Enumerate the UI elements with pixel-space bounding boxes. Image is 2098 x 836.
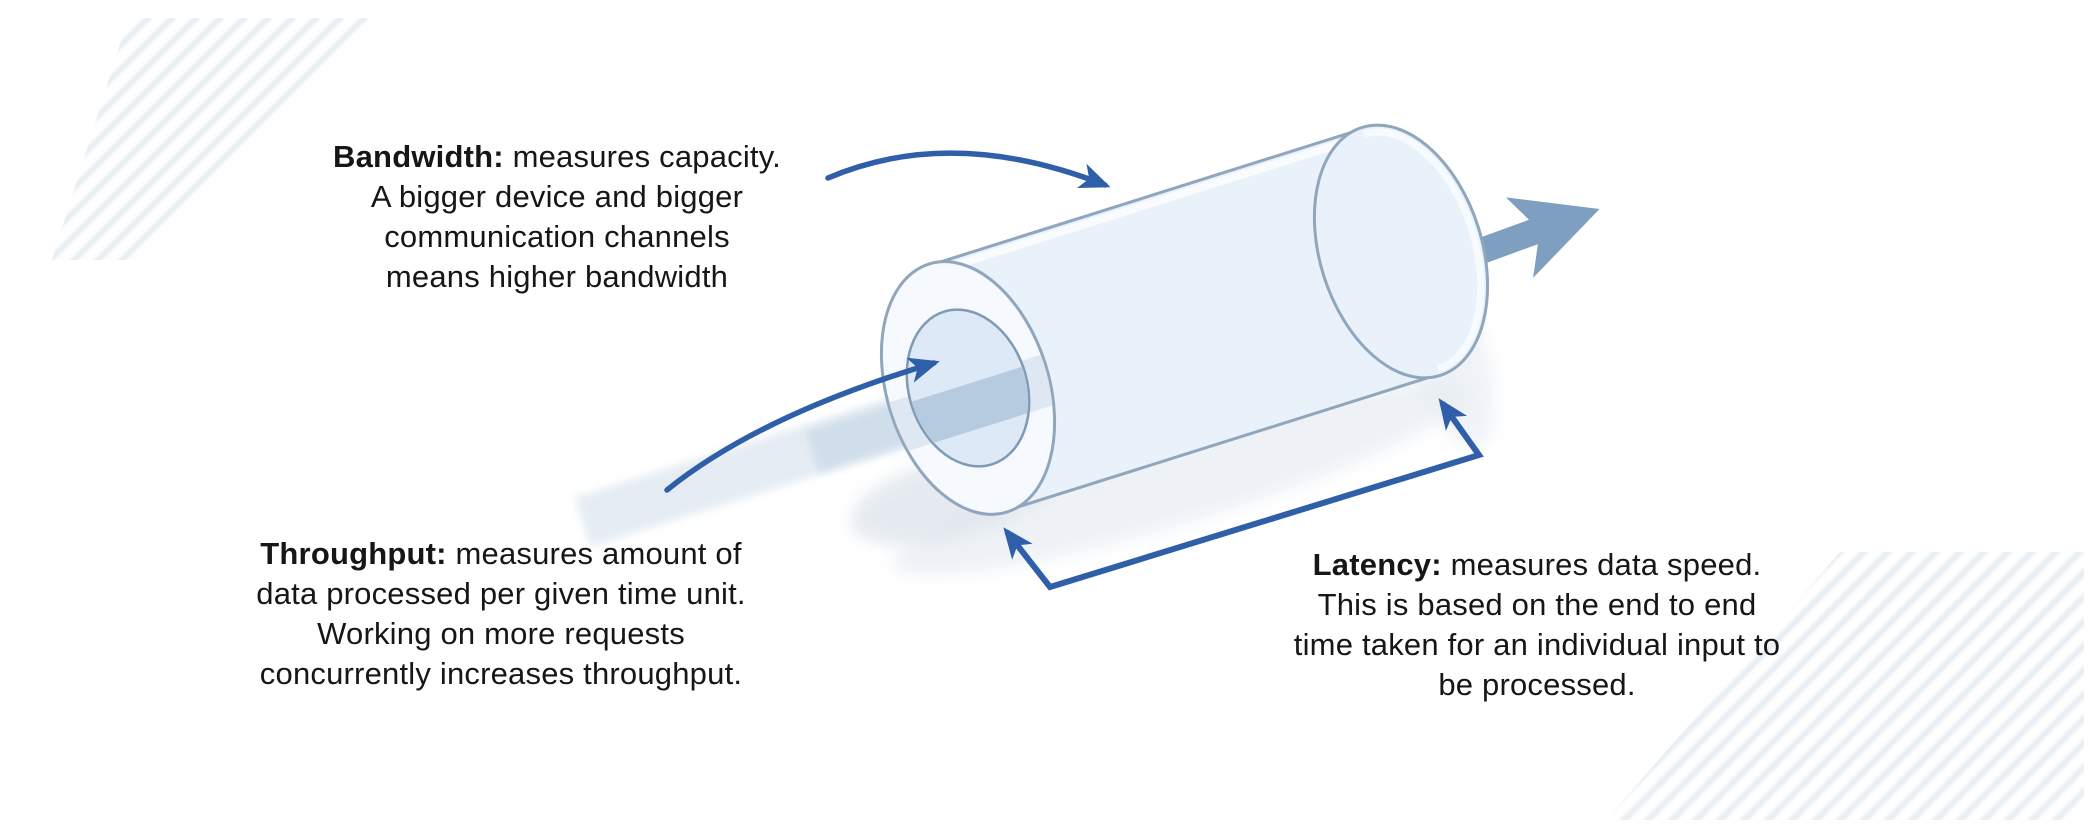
latency-note: Latency: measures data speed. This is ba…	[1217, 545, 1857, 705]
pipe-top-highlight	[938, 133, 1362, 275]
throughput-term: Throughput:	[260, 536, 447, 571]
latency-term: Latency:	[1312, 547, 1442, 582]
throughput-note: Throughput: measures amount of data proc…	[181, 534, 821, 694]
throughput-note-line: concurrently increases throughput.	[259, 656, 743, 691]
bandwidth-arrow	[825, 150, 1111, 188]
latency-bracket-arrow	[1003, 398, 1484, 591]
latency-note-line: time taken for an individual input to	[1293, 627, 1781, 662]
throughput-arrow	[664, 357, 940, 493]
end-cap-highlight	[1362, 128, 1485, 373]
throughput-note-line: Throughput: measures amount of	[260, 536, 742, 571]
latency-note-line: This is based on the end to end	[1317, 587, 1757, 622]
latency-note-line: be processed.	[1438, 667, 1636, 702]
bandwidth-note-line: A bigger device and bigger	[370, 179, 744, 214]
bandwidth-term: Bandwidth:	[333, 139, 504, 174]
bandwidth-note-line: Bandwidth: measures capacity.	[333, 139, 781, 174]
bandwidth-note-line: means higher bandwidth	[385, 259, 729, 294]
bandwidth-note-line: communication channels	[384, 219, 730, 254]
data-beam-in-opening	[897, 361, 1048, 451]
pipe-end-cap	[1312, 123, 1490, 380]
latency-note-line: Latency: measures data speed.	[1312, 547, 1762, 582]
throughput-note-line: Working on more requests	[317, 616, 685, 651]
data-output-arrow	[1457, 197, 1600, 278]
throughput-note-line: data processed per given time unit.	[256, 576, 746, 611]
bandwidth-note: Bandwidth: measures capacity. A bigger d…	[237, 137, 877, 297]
pipe-top-edge	[928, 127, 1363, 267]
